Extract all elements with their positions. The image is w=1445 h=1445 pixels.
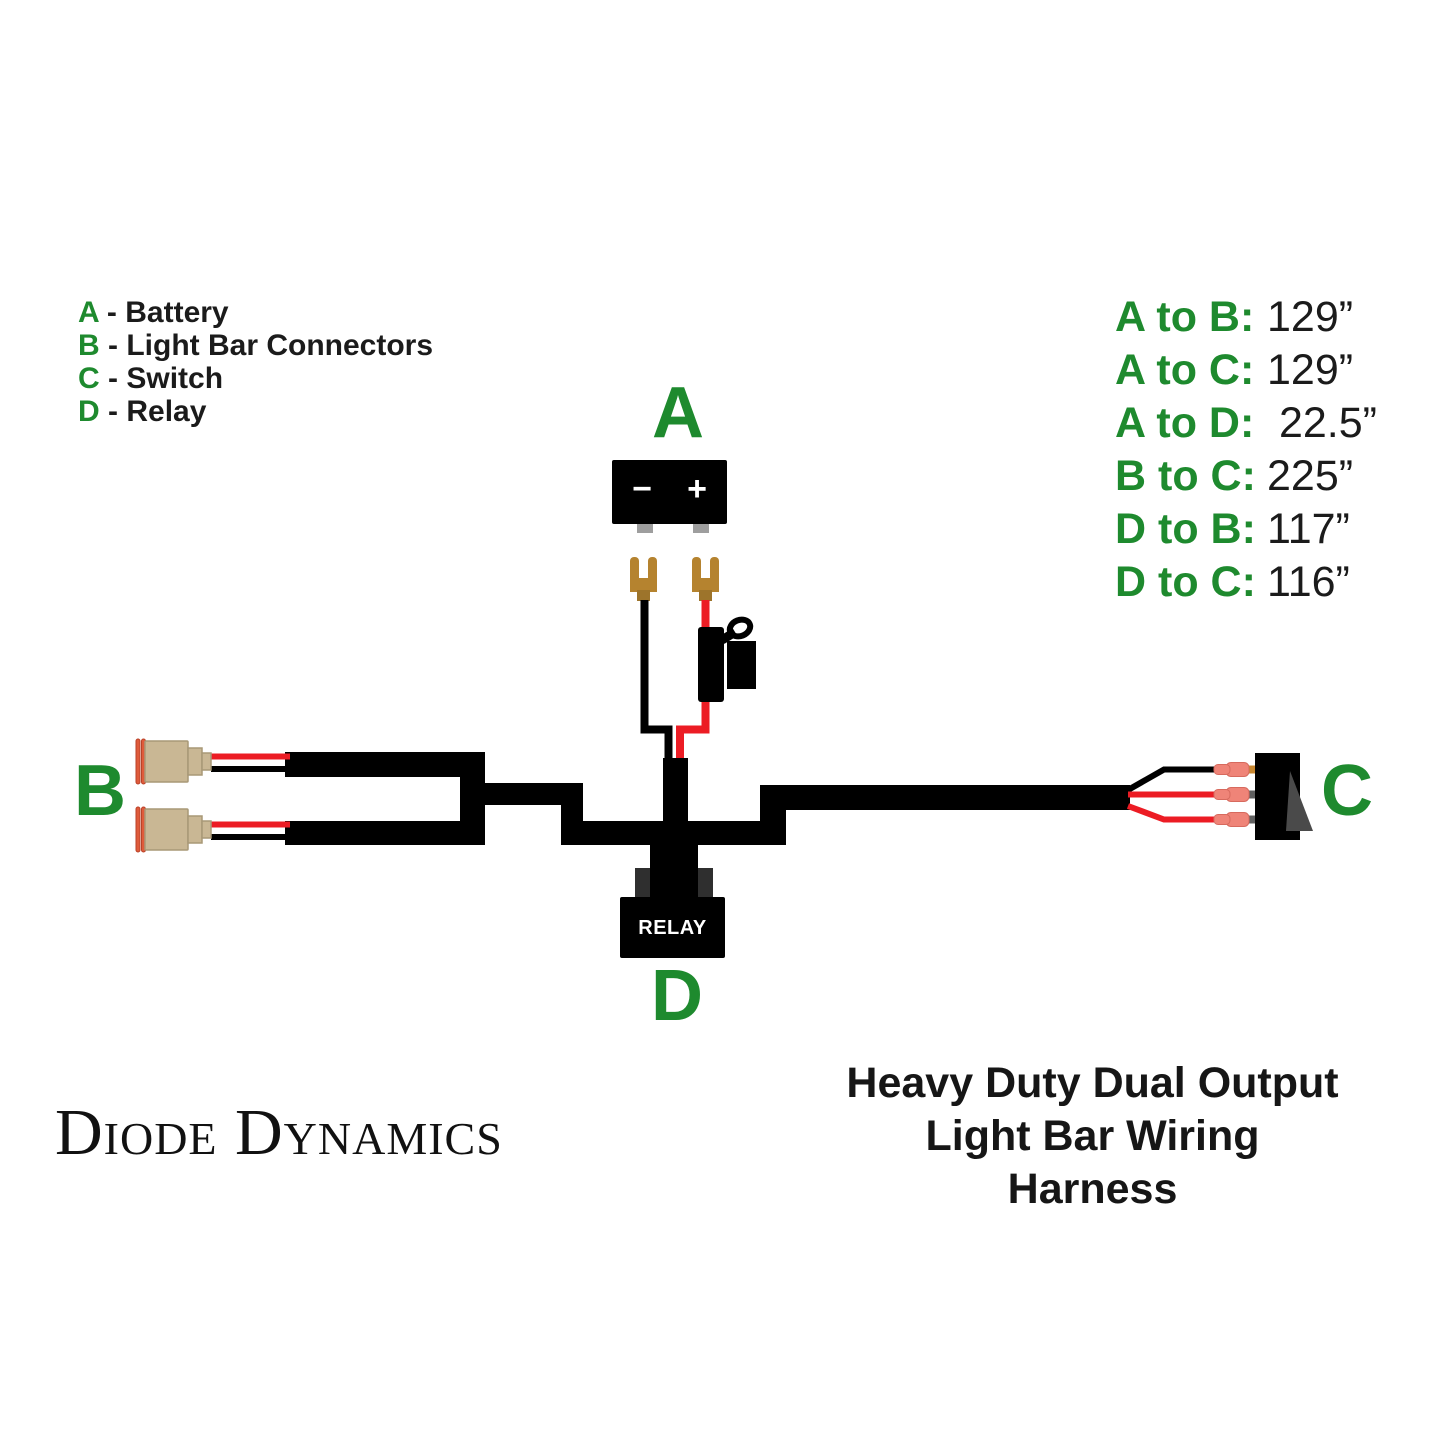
- terminal-tab: [1247, 765, 1258, 774]
- terminal-neck: [1213, 764, 1231, 775]
- fork-terminal-negative-icon: [630, 557, 657, 601]
- distance-list: A to B:129” A to C:129” A to D: 22.5” B …: [1115, 291, 1377, 609]
- relay-stem: [650, 843, 698, 897]
- legend-separator: -: [99, 362, 127, 395]
- battery-plus-sign: +: [687, 470, 707, 508]
- distance-item: D to C:116”: [1115, 556, 1377, 609]
- loom-junction: [460, 752, 485, 845]
- loom-segment: [786, 785, 1130, 810]
- spade-terminal: [1213, 762, 1258, 777]
- relay-socket-side: [635, 868, 650, 897]
- distance-item: A to C:129”: [1115, 344, 1377, 397]
- fork-base: [692, 578, 719, 592]
- distance-value: 225”: [1267, 452, 1354, 500]
- distance-value: 129”: [1267, 293, 1354, 341]
- terminal-tab: [1247, 815, 1258, 824]
- connector-body: [144, 808, 189, 851]
- distance-label: A to B:: [1115, 293, 1255, 341]
- fork-base: [630, 578, 657, 592]
- fuse-holder-graphic: [698, 616, 756, 702]
- legend-key: D: [78, 395, 100, 428]
- legend-item: C - Switch: [78, 362, 433, 395]
- relay-body: [620, 897, 725, 958]
- product-title-line2: Light Bar Wiring Harness: [925, 1112, 1260, 1213]
- fuse-side-block: [727, 641, 756, 689]
- fork-barrel: [637, 590, 650, 601]
- battery-minus-sign: −: [632, 470, 652, 508]
- legend-label: Battery: [125, 296, 229, 329]
- spade-terminal: [1213, 787, 1258, 802]
- battery-terminal-tab: [693, 524, 709, 533]
- distance-label: A to C:: [1115, 346, 1255, 394]
- terminal-neck: [1213, 789, 1231, 800]
- distance-value: 116”: [1267, 558, 1350, 606]
- legend: A - Battery B - Light Bar Connectors C -…: [78, 296, 433, 428]
- loom-segment: [485, 783, 583, 805]
- label-light-bar-connectors: B: [74, 751, 126, 831]
- distance-value: 117”: [1267, 505, 1350, 553]
- battery-graphic: − +: [612, 460, 727, 533]
- switch-rocker: [1286, 771, 1313, 831]
- product-title-line1: Heavy Duty Dual Output: [846, 1059, 1339, 1107]
- fork-barrel: [699, 590, 712, 601]
- connector-seal-ring: [135, 806, 141, 853]
- harness-loom: [285, 752, 1130, 897]
- legend-item: D - Relay: [78, 395, 433, 428]
- battery-body: [612, 460, 727, 524]
- distance-item: D to B:117”: [1115, 503, 1377, 556]
- legend-separator: -: [98, 296, 126, 329]
- legend-separator: -: [99, 329, 127, 362]
- battery-terminal-tab: [637, 524, 653, 533]
- distance-value: 22.5”: [1267, 399, 1377, 447]
- connector-step: [201, 752, 212, 771]
- product-title: Heavy Duty Dual Output Light Bar Wiring …: [835, 1057, 1350, 1216]
- legend-label: Relay: [126, 395, 207, 428]
- loom-step: [760, 785, 786, 845]
- spade-terminal: [1213, 812, 1258, 827]
- legend-key: C: [78, 362, 100, 395]
- loom-segment: [285, 752, 485, 777]
- battery-negative-wire: [640, 600, 673, 758]
- connector-collar: [187, 815, 203, 844]
- fuse-pull-loop: [726, 616, 754, 640]
- label-switch: C: [1321, 751, 1373, 831]
- label-battery: A: [652, 373, 704, 453]
- legend-key: B: [78, 329, 100, 362]
- distance-label: A to D:: [1115, 399, 1255, 447]
- distance-item: A to D: 22.5”: [1115, 397, 1377, 450]
- legend-item: B - Light Bar Connectors: [78, 329, 433, 362]
- light-bar-connector-1-graphic: [135, 738, 290, 785]
- loom-segment: [285, 821, 485, 845]
- light-bar-connector-2-graphic: [135, 806, 290, 853]
- fork-terminal-positive-icon: [692, 557, 719, 601]
- connector-collar: [187, 747, 203, 776]
- distance-label: D to B:: [1115, 505, 1256, 553]
- terminal-neck: [1213, 814, 1231, 825]
- switch-black-wire: [1126, 766, 1220, 793]
- legend-label: Switch: [126, 362, 224, 395]
- distance-label: B to C:: [1115, 452, 1256, 500]
- distance-item: B to C:225”: [1115, 450, 1377, 503]
- fuse-to-relay-wire: [676, 701, 710, 758]
- label-relay: D: [651, 956, 703, 1036]
- legend-key: A: [78, 296, 99, 329]
- fuse-body: [698, 627, 724, 702]
- distance-label: D to C:: [1115, 558, 1256, 606]
- terminal-tab: [1247, 790, 1258, 799]
- brand-logo-text: Diode Dynamics: [55, 1096, 503, 1169]
- switch-graphic: [1126, 753, 1313, 840]
- legend-item: A - Battery: [78, 296, 433, 329]
- switch-red-wire: [1126, 803, 1220, 823]
- legend-label: Light Bar Connectors: [126, 329, 434, 362]
- relay-socket-side: [698, 868, 713, 897]
- connector-seal-ring: [135, 738, 141, 785]
- distance-item: A to B:129”: [1115, 291, 1377, 344]
- relay-text: RELAY: [638, 917, 707, 939]
- distance-value: 129”: [1267, 346, 1354, 394]
- legend-separator: -: [99, 395, 127, 428]
- relay-graphic: [620, 868, 725, 958]
- connector-body: [144, 740, 189, 783]
- connector-step: [201, 820, 212, 839]
